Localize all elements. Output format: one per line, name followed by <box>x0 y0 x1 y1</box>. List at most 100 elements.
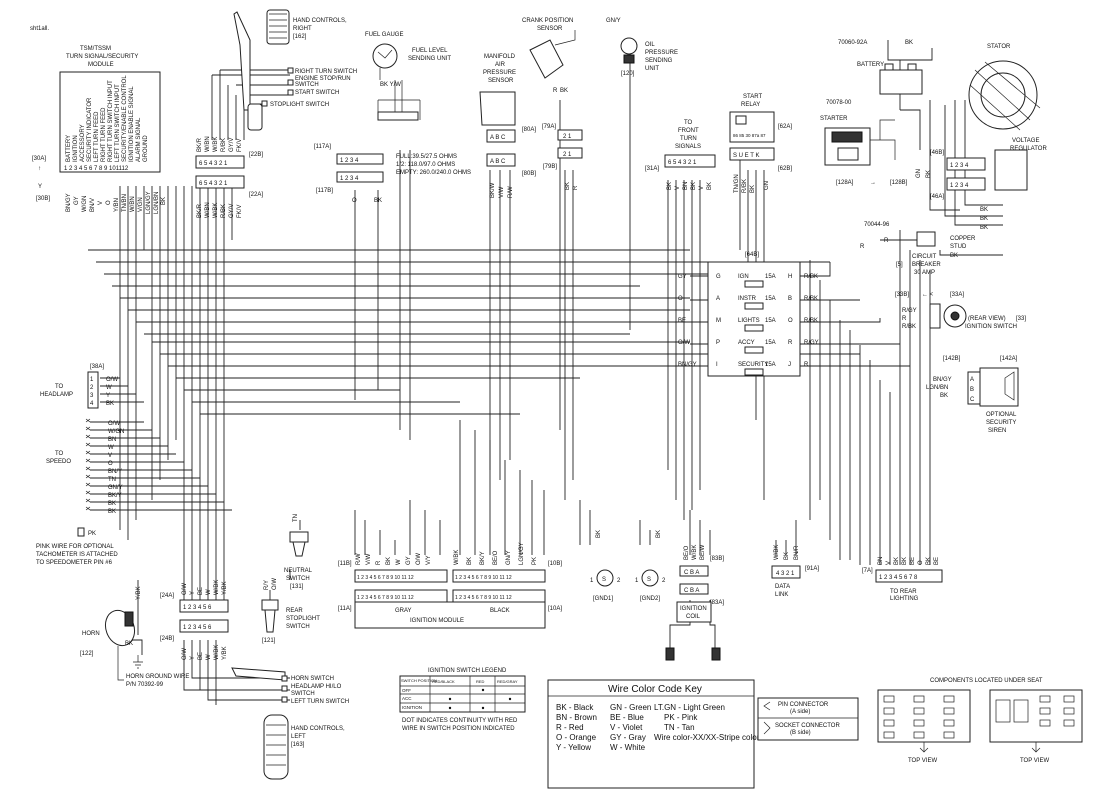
pink-wire-note: PK PINK WIRE FOR OPTIONAL TACHOMETER IS … <box>36 527 118 566</box>
svg-text:R - Red: R - Red <box>556 723 584 732</box>
svg-text:BN - Brown: BN - Brown <box>556 713 597 722</box>
svg-text:TN/BN: TN/BN <box>122 194 128 212</box>
svg-text:P/N 70392-99: P/N 70392-99 <box>126 682 164 688</box>
ignition-switch: [33B] ← < [33A] (REAR VIEW) [33] IGNITIO… <box>895 292 1026 330</box>
svg-text:[5]: [5] <box>896 262 903 268</box>
svg-text:SWITCH: SWITCH <box>286 624 310 630</box>
svg-text:BK/R: BK/R <box>197 137 203 152</box>
svg-text:R/GY: R/GY <box>902 308 917 314</box>
svg-text:(B side): (B side) <box>790 730 811 736</box>
svg-text:BN: BN <box>683 182 689 190</box>
svg-text:IGNITION: IGNITION <box>73 135 79 162</box>
svg-text:[64B]: [64B] <box>745 252 759 258</box>
svg-text:EMPTY: 260.0/240.0 OHMS: EMPTY: 260.0/240.0 OHMS <box>396 170 471 176</box>
speedo-wire-label: W/GN <box>108 429 124 435</box>
tsm-conn-30b: [30B] <box>36 196 50 202</box>
svg-text:30 AMP: 30 AMP <box>914 270 935 276</box>
svg-text:70060-92A: 70060-92A <box>838 40 867 46</box>
svg-text:OFF: OFF <box>402 688 411 693</box>
rear-light-wire: BE <box>910 557 916 565</box>
hand-controls-right: HAND CONTROLS, RIGHT [162] RIGHT TURN SW… <box>233 9 357 131</box>
svg-text:CIRCUIT: CIRCUIT <box>912 254 937 260</box>
hand-controls-left: HORN SWITCH HEADLAMP HI/LO SWITCH LEFT T… <box>231 667 349 780</box>
svg-text:GN - Green: GN - Green <box>610 703 651 712</box>
svg-text:1 2 3 4: 1 2 3 4 <box>950 163 969 169</box>
fuse-pin-left: A <box>716 296 720 302</box>
svg-text:TACHOMETER IS ATTACHED: TACHOMETER IS ATTACHED <box>36 552 118 558</box>
speedo-pin-mark <box>85 490 91 495</box>
speedo-pin-mark <box>85 426 91 431</box>
svg-text:BATTERY: BATTERY <box>857 62 884 68</box>
svg-text:S: S <box>647 577 651 583</box>
svg-text:SECURITY: SECURITY <box>986 420 1016 426</box>
svg-text:TO REAR: TO REAR <box>890 589 917 595</box>
svg-text:BK: BK <box>980 207 988 213</box>
svg-text:W/BK: W/BK <box>692 545 698 560</box>
neutral-switch: TN NEUTRAL SWITCH [131] <box>284 514 313 590</box>
svg-text:IGNITION: IGNITION <box>402 705 422 710</box>
svg-text:6 5 4 3 2 1: 6 5 4 3 2 1 <box>199 181 228 187</box>
ignition-switch-legend: IGNITION SWITCH LEGEND SWITCH POSITION R… <box>399 668 526 732</box>
svg-text:BK: BK <box>565 182 571 190</box>
speedo-pin-mark <box>85 482 91 487</box>
svg-text:W - White: W - White <box>610 743 646 752</box>
svg-text:GY/V: GY/V <box>229 204 235 218</box>
svg-text:O/W: O/W <box>272 578 278 590</box>
svg-text:4 3 2 1: 4 3 2 1 <box>776 571 795 577</box>
svg-text:(A side): (A side) <box>790 709 810 715</box>
svg-text:[33B]: [33B] <box>895 292 909 298</box>
svg-text:2 1: 2 1 <box>563 134 572 140</box>
stator: STATOR VOLTAGE REGULATOR 1 2 3 4 1 2 3 4… <box>930 44 1047 231</box>
svg-text:FUEL LEVEL: FUEL LEVEL <box>412 48 448 54</box>
fuse-icon <box>744 280 764 288</box>
svg-text:HAND CONTROLS,: HAND CONTROLS, <box>293 18 347 24</box>
fuse-name: INSTR <box>738 296 757 302</box>
svg-text:COIL: COIL <box>686 614 701 620</box>
svg-text:→: → <box>870 180 876 186</box>
svg-text:BK: BK <box>980 216 988 222</box>
svg-text:6 5 4 3 2 1: 6 5 4 3 2 1 <box>199 161 228 167</box>
svg-text:R/BK: R/BK <box>902 324 916 330</box>
svg-text:LGN/BN: LGN/BN <box>926 385 948 391</box>
svg-text:BK: BK <box>106 401 114 407</box>
svg-text:GROUND: GROUND <box>143 135 149 162</box>
svg-text:IGNITION MODULE: IGNITION MODULE <box>410 618 464 624</box>
ign-gray-wire: R/W <box>356 553 362 565</box>
svg-text:BREAKER: BREAKER <box>912 262 941 268</box>
speedo-wire-label: BK <box>108 509 116 515</box>
svg-text:1 2 3 4 5 6 7 8 9 10 11 12: 1 2 3 4 5 6 7 8 9 10 11 12 <box>357 595 414 601</box>
svg-text:[120]: [120] <box>621 71 635 77</box>
svg-text:SWITCH: SWITCH <box>286 576 310 582</box>
svg-text:LGN/BN: LGN/BN <box>154 192 160 214</box>
svg-text:PRESSURE: PRESSURE <box>645 50 678 56</box>
svg-text:GY: GY <box>74 196 80 205</box>
svg-text:BATTERY: BATTERY <box>66 135 72 162</box>
svg-text:LEFT TURN SWITCH: LEFT TURN SWITCH <box>291 699 349 705</box>
svg-text:[46B]: [46B] <box>930 150 944 156</box>
svg-text:BK: BK <box>750 185 756 193</box>
svg-text:LINK: LINK <box>775 592 788 598</box>
svg-text:GY - Gray: GY - Gray <box>610 733 646 742</box>
speedo-wire-label: V <box>108 453 112 459</box>
fuse-pin-left: P <box>716 340 720 346</box>
svg-text:SWITCH: SWITCH <box>291 691 315 697</box>
fuse-icon <box>744 324 764 332</box>
svg-text:PRESSURE: PRESSURE <box>483 70 516 76</box>
svg-text:V: V <box>699 186 705 190</box>
fuse-wire-left: O/W <box>678 340 690 346</box>
security-siren: [142B] [142A] A B C BN/GY LGN/BN BK OPTI… <box>926 356 1019 434</box>
svg-text:BK: BK <box>596 530 602 538</box>
fuse-name: ACCY <box>738 340 755 346</box>
svg-text:HAND CONTROLS,: HAND CONTROLS, <box>291 726 345 732</box>
fuse-amp: 15A <box>765 340 776 346</box>
svg-text:Y - Yellow: Y - Yellow <box>556 743 591 752</box>
svg-text:IGNITION SWITCH: IGNITION SWITCH <box>965 324 1017 330</box>
fuse-icon <box>744 368 764 376</box>
rear-light-wire: BE <box>934 557 940 565</box>
circuit-breaker: 70044-96 COPPER STUD CIRCUIT BREAKER 30 … <box>864 222 976 276</box>
svg-text:RED/GRAY: RED/GRAY <box>497 679 518 684</box>
svg-text:SENDING: SENDING <box>645 58 673 64</box>
speedo-wire-label: BK <box>108 501 116 507</box>
